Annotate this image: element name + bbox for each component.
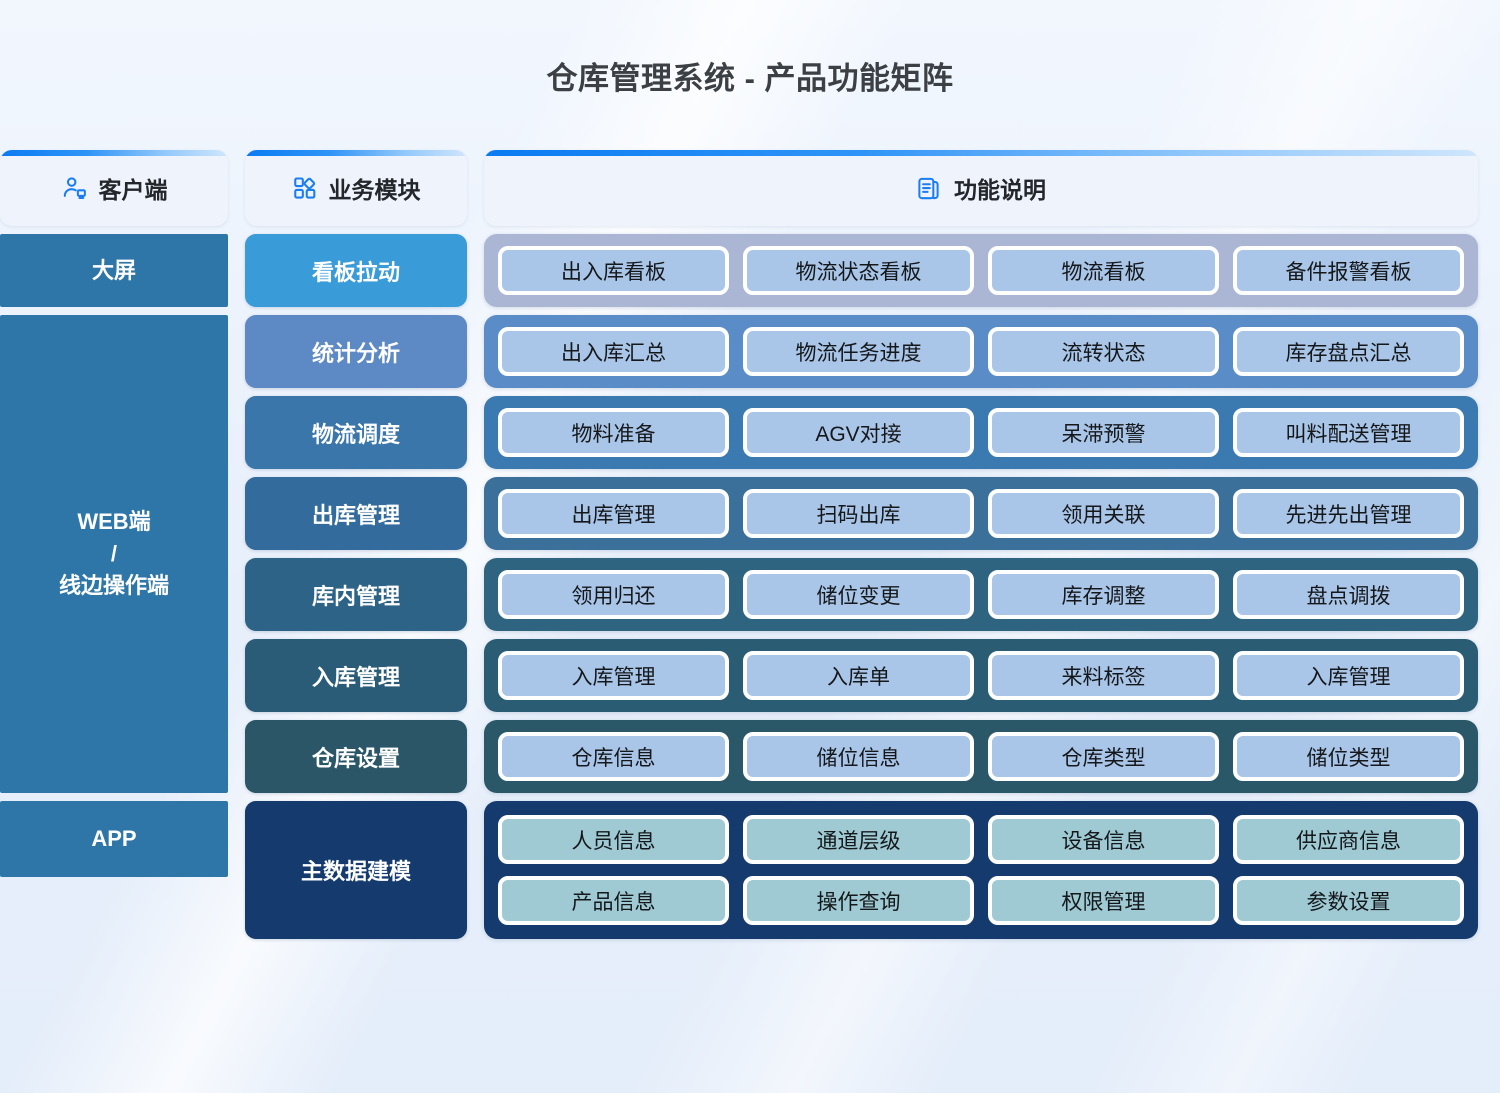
client-label-bigscreen: 大屏 [91,257,136,283]
feature-pill[interactable]: 产品信息 [498,876,729,925]
client-block-app[interactable]: APP [0,801,228,877]
feature-pill[interactable]: 盘点调拨 [1233,570,1464,619]
module-chip-outbound[interactable]: 出库管理 [245,477,467,550]
feature-pill[interactable]: 备件报警看板 [1233,246,1464,295]
client-label-app: APP [91,826,137,852]
feature-band-logistics-dispatch: 物料准备 AGV对接 呆滞预警 叫料配送管理 [484,396,1478,469]
features-column: 功能说明 出入库看板 物流状态看板 物流看板 备件报警看板 出入库汇总 物流任务… [484,150,1478,939]
feature-pill[interactable]: 供应商信息 [1233,815,1464,864]
feature-pill[interactable]: 储位类型 [1233,732,1464,781]
document-pages-icon [916,175,943,202]
module-label-warehouse-settings: 仓库设置 [311,745,400,771]
module-chip-master-data[interactable]: 主数据建模 [245,801,467,939]
client-block-web[interactable]: WEB端 / 线边操作端 [0,315,228,793]
feature-pill[interactable]: 库存盘点汇总 [1233,327,1464,376]
feature-row: 物料准备 AGV对接 呆滞预警 叫料配送管理 [498,408,1464,457]
feature-pill[interactable]: 出入库看板 [498,246,729,295]
feature-pill[interactable]: 物流看板 [988,246,1219,295]
clients-column: 客户端 大屏 WEB端 / 线边操作端 APP [0,150,228,877]
modules-header-card: 业务模块 [245,150,467,226]
module-chip-inbound[interactable]: 入库管理 [245,639,467,712]
module-chip-kanban[interactable]: 看板拉动 [245,234,467,307]
feature-row: 出入库看板 物流状态看板 物流看板 备件报警看板 [498,246,1464,295]
features-header-card: 功能说明 [484,150,1478,226]
client-block-bigscreen[interactable]: 大屏 [0,234,228,307]
feature-band-kanban: 出入库看板 物流状态看板 物流看板 备件报警看板 [484,234,1478,307]
module-label-inbound: 入库管理 [311,664,400,690]
feature-pill[interactable]: 参数设置 [1233,876,1464,925]
feature-pill[interactable]: 人员信息 [498,815,729,864]
feature-pill[interactable]: 扫码出库 [743,489,974,538]
features-header-label: 功能说明 [954,177,1046,203]
feature-row: 仓库信息 储位信息 仓库类型 储位类型 [498,732,1464,781]
feature-pill[interactable]: 通道层级 [743,815,974,864]
feature-pill[interactable]: 设备信息 [988,815,1219,864]
feature-row: 出入库汇总 物流任务进度 流转状态 库存盘点汇总 [498,327,1464,376]
feature-pill[interactable]: 入库管理 [1233,651,1464,700]
module-chip-in-warehouse[interactable]: 库内管理 [245,558,467,631]
matrix-container: 客户端 大屏 WEB端 / 线边操作端 APP [0,150,1500,939]
feature-band-master-data: 人员信息 通道层级 设备信息 供应商信息 产品信息 操作查询 权限管理 参数设置 [484,801,1478,939]
feature-pill[interactable]: 先进先出管理 [1233,489,1464,538]
clients-header-card: 客户端 [0,150,228,226]
feature-pill[interactable]: 物流任务进度 [743,327,974,376]
module-chip-warehouse-settings[interactable]: 仓库设置 [245,720,467,793]
feature-pill[interactable]: 储位变更 [743,570,974,619]
title-bar: 仓库管理系统 - 产品功能矩阵 [0,0,1500,150]
feature-band-statistics: 出入库汇总 物流任务进度 流转状态 库存盘点汇总 [484,315,1478,388]
feature-pill[interactable]: 物流状态看板 [743,246,974,295]
feature-pill[interactable]: 呆滞预警 [988,408,1219,457]
page-title: 仓库管理系统 - 产品功能矩阵 [546,60,954,96]
feature-pill[interactable]: 仓库信息 [498,732,729,781]
modules-header-label: 业务模块 [328,177,421,203]
feature-pill[interactable]: 物料准备 [498,408,729,457]
feature-pill[interactable]: 库存调整 [988,570,1219,619]
feature-pill[interactable]: 入库管理 [498,651,729,700]
feature-pill[interactable]: 入库单 [743,651,974,700]
feature-pill[interactable]: 领用关联 [988,489,1219,538]
feature-row: 产品信息 操作查询 权限管理 参数设置 [498,876,1464,925]
module-label-in-warehouse: 库内管理 [311,583,400,609]
feature-row: 出库管理 扫码出库 领用关联 先进先出管理 [498,489,1464,538]
feature-pill[interactable]: 叫料配送管理 [1233,408,1464,457]
modules-column: 业务模块 看板拉动 统计分析 物流调度 出库管理 库内管理 入库管理 仓库设置 [245,150,467,939]
feature-pill[interactable]: 储位信息 [743,732,974,781]
client-label-web: WEB端 / 线边操作端 [59,506,169,602]
feature-row: 入库管理 入库单 来料标签 入库管理 [498,651,1464,700]
module-label-kanban: 看板拉动 [311,259,400,285]
feature-pill[interactable]: AGV对接 [743,408,974,457]
feature-band-in-warehouse: 领用归还 储位变更 库存调整 盘点调拨 [484,558,1478,631]
module-chip-statistics[interactable]: 统计分析 [245,315,467,388]
feature-pill[interactable]: 操作查询 [743,876,974,925]
module-label-statistics: 统计分析 [311,340,400,366]
module-label-logistics-dispatch: 物流调度 [311,421,400,447]
feature-pill[interactable]: 流转状态 [988,327,1219,376]
grid-modules-icon [292,175,318,201]
feature-pill[interactable]: 领用归还 [498,570,729,619]
feature-pill[interactable]: 出入库汇总 [498,327,729,376]
feature-pill[interactable]: 权限管理 [988,876,1219,925]
feature-pill[interactable]: 仓库类型 [988,732,1219,781]
feature-row: 人员信息 通道层级 设备信息 供应商信息 [498,815,1464,864]
module-label-master-data: 主数据建模 [300,859,411,884]
user-client-icon [61,175,88,202]
feature-band-warehouse-settings: 仓库信息 储位信息 仓库类型 储位类型 [484,720,1478,793]
feature-band-inbound: 入库管理 入库单 来料标签 入库管理 [484,639,1478,712]
client-label-web-line3: 线边操作端 [58,572,169,598]
client-label-web-line1: WEB端 [77,509,151,535]
feature-row: 领用归还 储位变更 库存调整 盘点调拨 [498,570,1464,619]
clients-header-label: 客户端 [98,177,168,203]
feature-pill[interactable]: 出库管理 [498,489,729,538]
feature-band-outbound: 出库管理 扫码出库 领用关联 先进先出管理 [484,477,1478,550]
module-chip-logistics-dispatch[interactable]: 物流调度 [245,396,467,469]
client-label-web-line2: / [110,541,118,567]
feature-pill[interactable]: 来料标签 [988,651,1219,700]
module-label-outbound: 出库管理 [311,502,400,528]
